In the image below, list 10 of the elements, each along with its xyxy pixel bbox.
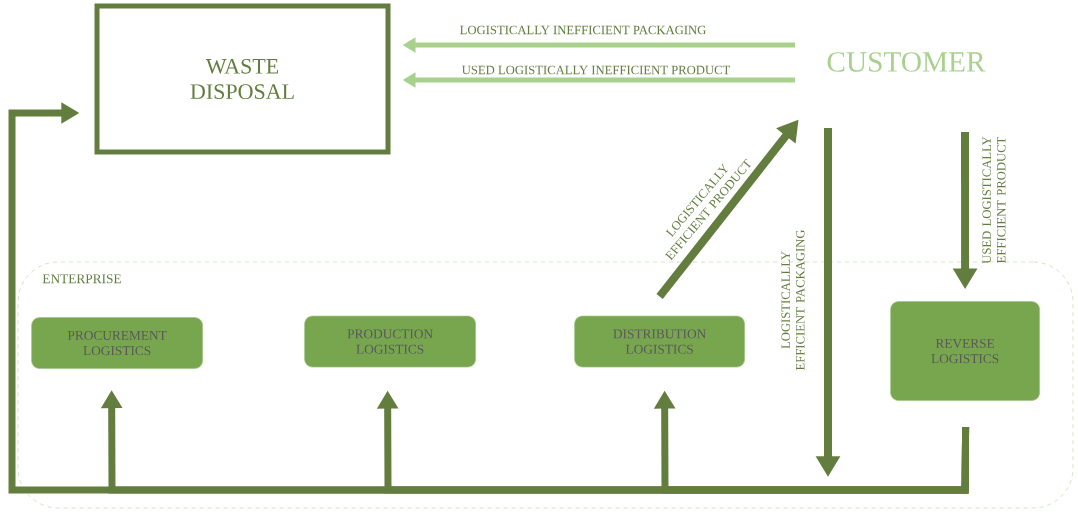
- process-box: PROCUREMENT LOGISTICS: [31, 317, 203, 369]
- actor-label: CUSTOMER: [827, 52, 986, 72]
- process-box: PRODUCTION LOGISTICS: [304, 315, 476, 368]
- process-box: WASTE DISPOSAL: [94, 3, 391, 155]
- edge-label: LOGISTICALLY INEFFICIENT PACKAGING: [460, 25, 706, 35]
- process-box: REVERSE LOGISTICS: [890, 301, 1040, 401]
- edge-label: LOGISTICALLLY EFFICIENT PACKAGING: [781, 229, 805, 371]
- edge-label: USED LOGISTICALLY EFFICIENT PRODUCT: [982, 136, 1006, 264]
- process-box: DISTRIBUTION LOGISTICS: [574, 315, 745, 368]
- edge-label: USED LOGISTICALLY INEFFICIENT PRODUCT: [462, 65, 731, 75]
